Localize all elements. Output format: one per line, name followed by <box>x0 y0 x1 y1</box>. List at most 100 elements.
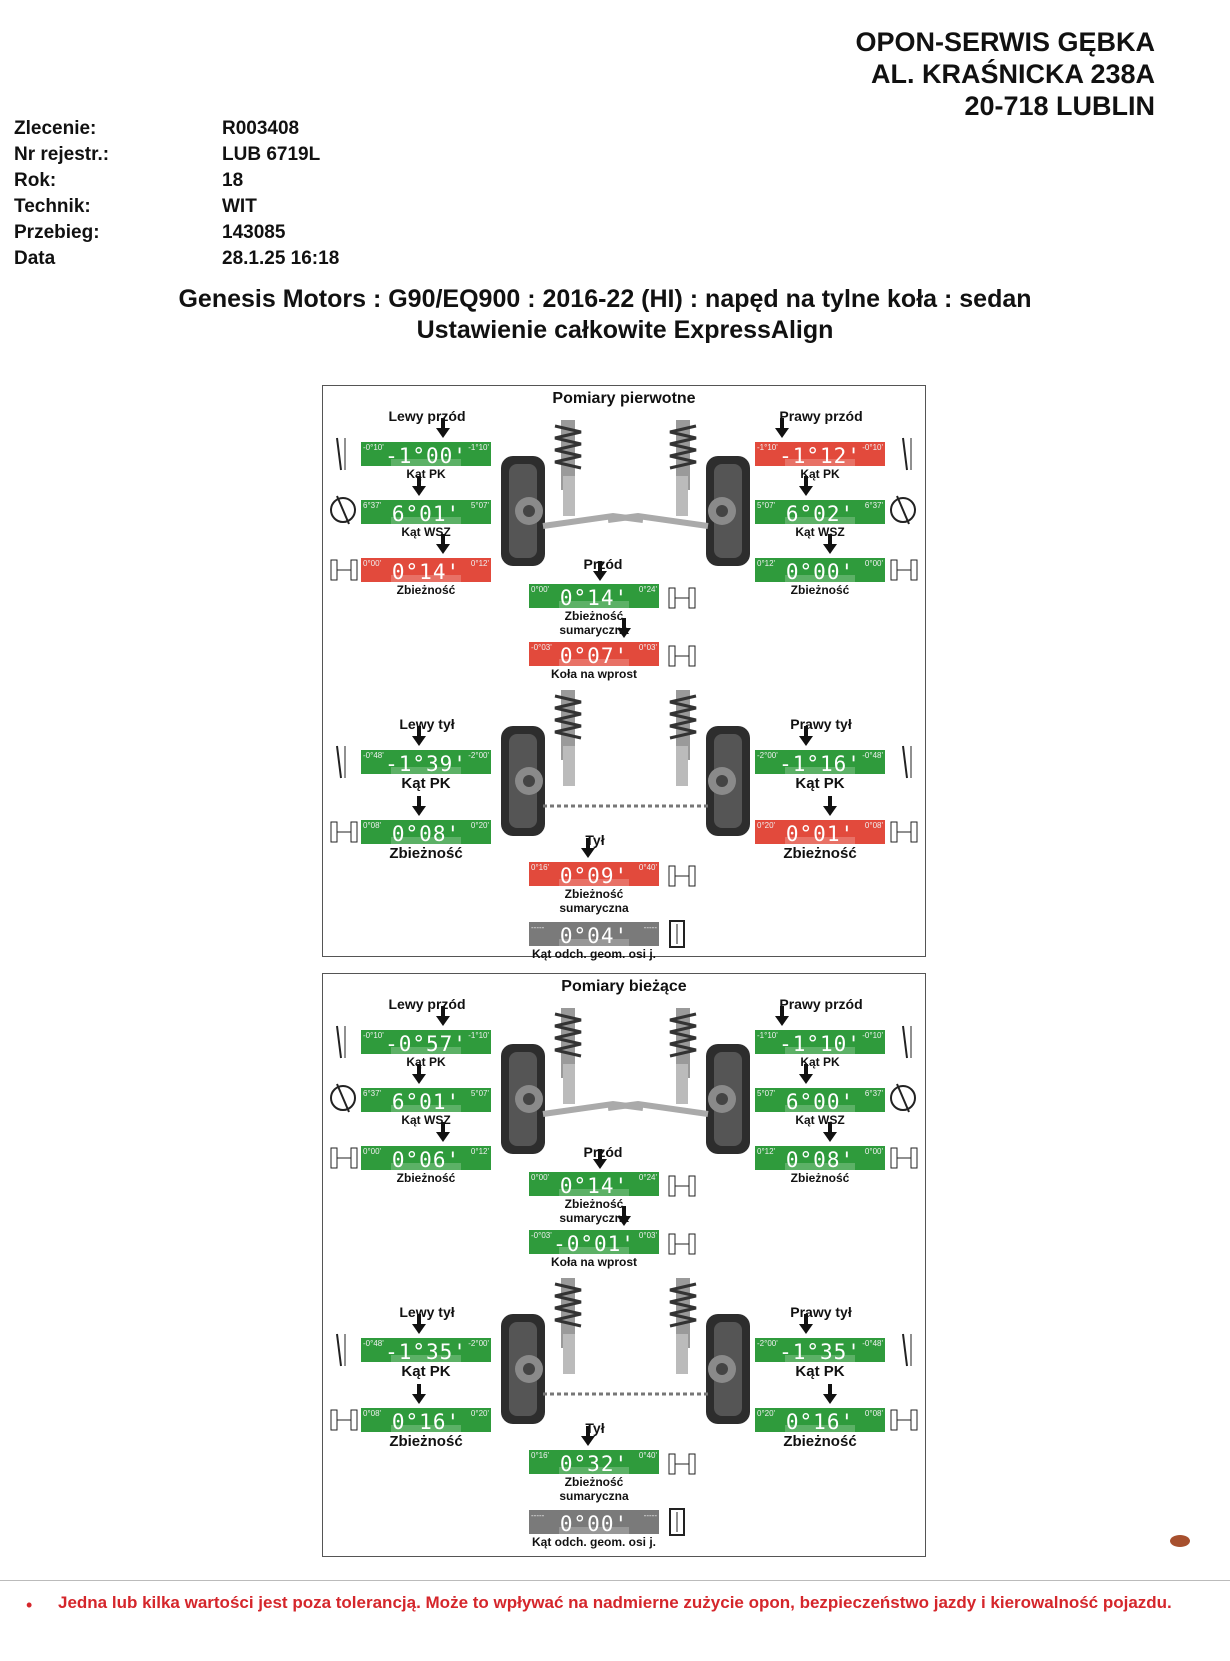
gauge-min-limit: 0°20' <box>757 1409 776 1418</box>
gauge-min-limit: 5°07' <box>757 501 776 510</box>
gauge-max-limit: -1°10' <box>468 1031 489 1040</box>
suspension-diagram <box>493 416 644 581</box>
pointer-arrow-icon <box>412 726 426 746</box>
toe-icon <box>329 554 359 591</box>
gauge-range-band <box>559 1527 629 1534</box>
gauge-min-limit: -0°48' <box>363 1339 384 1348</box>
order-row: Przebieg:143085 <box>14 220 339 246</box>
gauge-label: Kąt WSZ <box>795 525 845 539</box>
gauge-setback: -0°03' 0°03'-0°01' <box>529 1230 659 1256</box>
gauge-range-band <box>785 517 855 524</box>
order-row: Rok:18 <box>14 168 339 194</box>
camber-icon <box>897 1024 917 1065</box>
procedure-line: Ustawienie całkowite ExpressAlign <box>416 316 834 344</box>
axle-label-rear: Tył <box>585 832 605 848</box>
camber-icon <box>897 436 917 477</box>
gauge-min-limit: -0°10' <box>363 443 384 452</box>
toe-icon <box>329 1142 359 1179</box>
gauge-value: 0°00' <box>785 560 855 584</box>
gauge-label: Zbieżność <box>396 1171 456 1185</box>
gauge-value: 6°01' <box>391 1090 461 1114</box>
order-key: Zlecenie: <box>14 118 97 139</box>
gauge-range-band <box>785 767 855 774</box>
pointer-arrow-icon <box>436 1122 450 1142</box>
gauge-label: Kąt PK <box>800 1055 840 1069</box>
gauge-max-limit: 0°12' <box>470 559 489 568</box>
wheel-label-right-rear: Prawy tył <box>790 716 852 732</box>
gauge-min-limit: 0°20' <box>757 821 776 830</box>
gauge-rear-total-toe: 0°16'0°40'0°32' <box>529 1450 659 1476</box>
pointer-arrow-icon <box>581 1426 595 1446</box>
gauge-range-band <box>785 575 855 582</box>
gauge-value: 0°14' <box>559 586 629 610</box>
gauge-max-limit: 0°20' <box>470 821 489 830</box>
camber-icon <box>331 1332 351 1373</box>
gauge-range-band <box>559 1467 629 1474</box>
gauge-rf-camber: -1°10'-0°10'-1°12' <box>755 442 885 468</box>
order-row: Nr rejestr.:LUB 6719L <box>14 142 339 168</box>
pointer-arrow-icon <box>799 476 813 496</box>
gauge-value: -1°10' <box>779 1032 861 1056</box>
gauge-min-limit: -0°03' <box>531 1231 552 1240</box>
gauge-label: Kąt PK <box>401 775 451 792</box>
gauge-range-band <box>559 1247 629 1254</box>
shop-city: 20-718 LUBLIN <box>964 91 1155 121</box>
gauge-range-band <box>391 575 461 582</box>
suspension-diagram <box>493 1274 643 1439</box>
gauge-value: -1°16' <box>779 752 861 776</box>
order-key: Przebieg: <box>14 222 100 243</box>
gauge-value: -0°01' <box>553 1232 635 1256</box>
gauge-max-limit: 5°07' <box>470 1089 489 1098</box>
caster-icon <box>329 494 359 533</box>
gauge-range-band <box>391 1355 461 1362</box>
gauge-max-limit: 0°08' <box>864 821 883 830</box>
gauge-setback: -0°03'0°03'0°07' <box>529 642 659 668</box>
gauge-min-limit: 0°16' <box>531 863 550 872</box>
gauge-min-limit: 0°12' <box>757 559 776 568</box>
axle-label-front: Przód <box>583 1144 623 1160</box>
gauge-min-limit: -0°10' <box>363 1031 384 1040</box>
gauge-lr-camber: -0°48'-2°00'-1°39' <box>361 750 491 776</box>
suspension-diagram <box>607 1004 758 1169</box>
gauge-label: Kąt PK <box>795 1363 845 1380</box>
gauge-max-limit: 0°24' <box>638 1173 657 1182</box>
suspension-diagram <box>608 1274 758 1439</box>
gauge-max-limit: ----- <box>643 1511 657 1520</box>
gauge-lf-caster: 6°37'5°07'6°01' <box>361 1088 491 1114</box>
wheel-label-right-rear: Prawy tył <box>790 1304 852 1320</box>
order-row: Technik:WIT <box>14 194 339 220</box>
pointer-arrow-icon <box>823 1384 837 1404</box>
pointer-arrow-icon <box>617 1206 631 1226</box>
gauge-value: -1°39' <box>385 752 467 776</box>
gauge-lf-caster: 6°37'5°07'6°01' <box>361 500 491 526</box>
gauge-rf-toe: 0°12'0°00'0°08' <box>755 1146 885 1172</box>
gauge-max-limit: 0°00' <box>864 559 883 568</box>
gauge-lf-toe: 0°00'0°12'0°14' <box>361 558 491 584</box>
camber-icon <box>897 1332 917 1373</box>
wheel-label-left-front: Lewy przód <box>388 408 466 424</box>
gauge-label: Zbieżność <box>790 1171 850 1185</box>
gauge-max-limit: -0°48' <box>862 751 883 760</box>
tolerance-warning: • Jedna lub kilka wartości jest poza tol… <box>0 1580 1230 1631</box>
gauge-range-band <box>785 837 855 844</box>
gauge-label: Zbieżność sumaryczna <box>559 1475 629 1503</box>
gauge-value: 0°01' <box>785 822 855 846</box>
gauge-range-band <box>785 1355 855 1362</box>
camber-icon <box>331 744 351 785</box>
gauge-min-limit: -0°03' <box>531 643 552 652</box>
gauge-max-limit: 5°07' <box>470 501 489 510</box>
gauge-label: Kąt WSZ <box>401 525 451 539</box>
gauge-range-band <box>391 517 461 524</box>
gauge-thrust-angle: ----------0°04' <box>529 922 659 948</box>
gauge-value: 0°04' <box>559 924 629 948</box>
pointer-arrow-icon <box>412 796 426 816</box>
gauge-lf-toe: 0°00'0°12'0°06' <box>361 1146 491 1172</box>
pointer-arrow-icon <box>412 1064 426 1084</box>
gauge-label: Kąt PK <box>401 1363 451 1380</box>
gauge-max-limit: 0°03' <box>638 1231 657 1240</box>
gauge-range-band <box>391 1425 461 1432</box>
camber-icon <box>331 436 351 477</box>
gauge-max-limit: 0°40' <box>638 863 657 872</box>
axle-label-front: Przód <box>583 556 623 572</box>
gauge-value: -1°00' <box>385 444 467 468</box>
